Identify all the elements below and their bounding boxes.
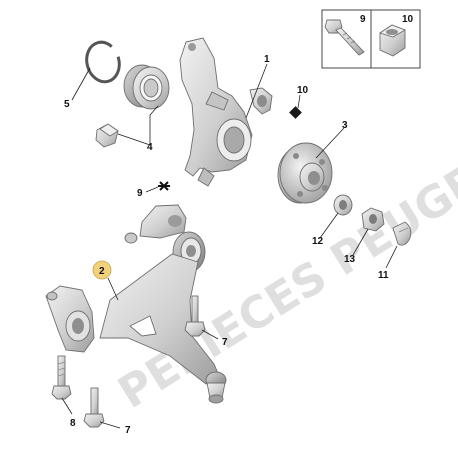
callout-7-upper: 7 bbox=[222, 337, 228, 348]
circlip-5-icon bbox=[85, 40, 121, 84]
steering-knuckle-1-icon bbox=[179, 37, 273, 187]
inset-nut-10-icon bbox=[378, 24, 407, 57]
bolt-7-upper-icon bbox=[184, 295, 206, 337]
callout-9: 9 bbox=[137, 188, 143, 199]
wheel-hub-3-icon bbox=[277, 142, 333, 204]
callout-4: 4 bbox=[147, 142, 153, 153]
highlight-badge-2 bbox=[92, 260, 112, 280]
callout-7-lower: 7 bbox=[125, 425, 131, 436]
callout-11: 11 bbox=[378, 270, 389, 281]
marker-diamond-10-icon bbox=[289, 106, 302, 119]
abs-sensor-icon bbox=[95, 123, 119, 148]
callout-3: 3 bbox=[342, 120, 348, 131]
inset-label-10: 10 bbox=[402, 14, 414, 25]
callout-1: 1 bbox=[264, 54, 270, 65]
split-pin-11-icon bbox=[392, 221, 412, 246]
wheel-bearing-4-icon bbox=[123, 64, 170, 110]
callout-2: 2 bbox=[99, 266, 105, 277]
callout-12: 12 bbox=[312, 236, 324, 247]
lower-control-arm-2-icon bbox=[45, 204, 227, 404]
callout-13: 13 bbox=[344, 254, 356, 265]
marker-star-9-icon bbox=[158, 181, 170, 191]
callout-5: 5 bbox=[64, 99, 70, 110]
bolt-7-lower-icon bbox=[83, 387, 105, 428]
callout-10: 10 bbox=[297, 85, 309, 96]
callout-8: 8 bbox=[70, 418, 76, 429]
bolt-8-icon bbox=[51, 355, 72, 400]
inset-label-9: 9 bbox=[360, 14, 366, 25]
inset-bolt-9-icon bbox=[324, 19, 365, 56]
inset-box: 9 10 bbox=[321, 9, 421, 69]
hub-nut-13-icon bbox=[361, 207, 385, 232]
leader-lines bbox=[61, 63, 398, 429]
washer-12-icon bbox=[333, 194, 353, 216]
